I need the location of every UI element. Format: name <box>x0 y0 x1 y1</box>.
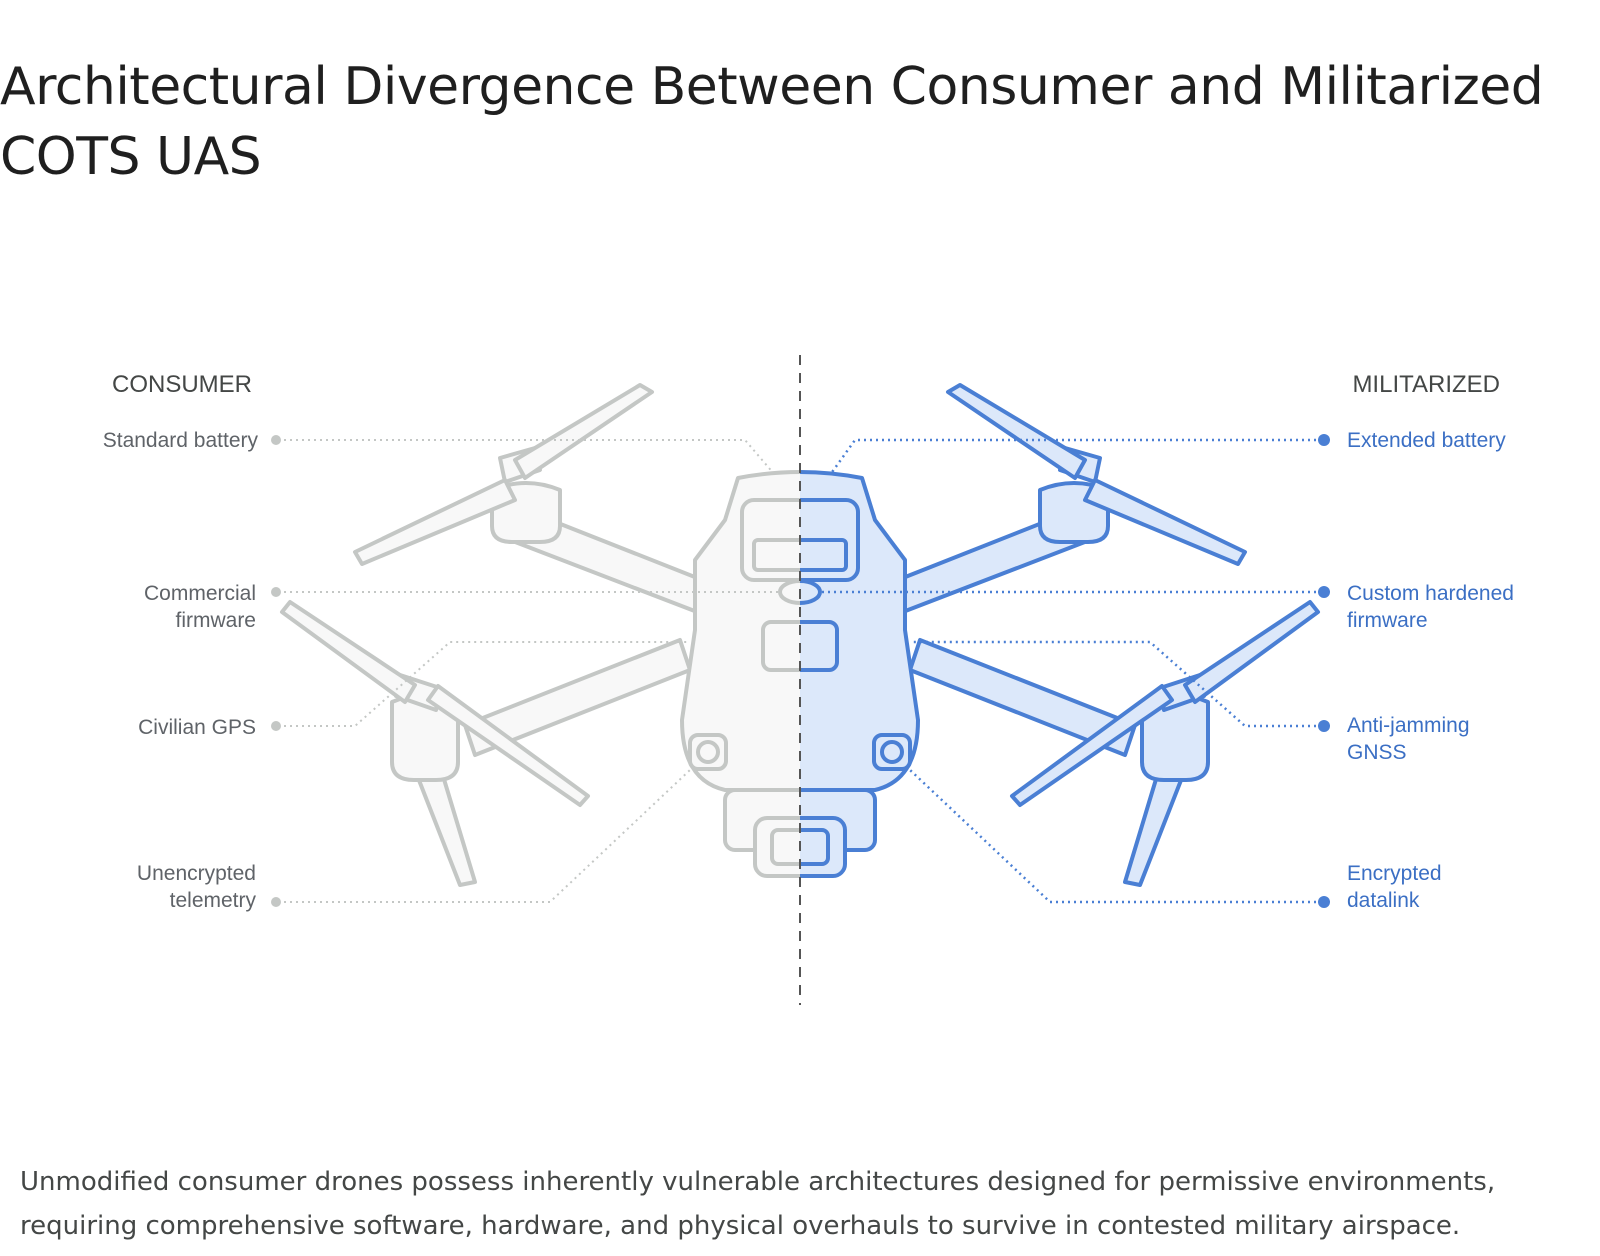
consumer-leader-lines <box>278 439 778 903</box>
consumer-leader-dots <box>271 435 281 907</box>
page-title: Architectural Divergence Between Consume… <box>0 52 1580 192</box>
consumer-heading: CONSUMER <box>112 371 252 398</box>
figure-caption: Unmodified consumer drones possess inher… <box>20 1160 1580 1248</box>
title-line-1: Architectural Divergence Between Consume… <box>0 57 1544 117</box>
label-encrypted-datalink-line-2: datalink <box>1347 889 1420 912</box>
label-commercial-firmware-line-1: Commercial <box>144 582 256 605</box>
label-standard-battery: Standard battery <box>103 429 259 452</box>
label-custom-hardened-firmware-line-2: firmware <box>1347 609 1428 632</box>
label-unencrypted-telemetry-line-2: telemetry <box>170 889 257 912</box>
militarized-leader-lines <box>822 438 1322 904</box>
label-encrypted-datalink-line-1: Encrypted <box>1347 862 1442 885</box>
drone-comparison-diagram: CONSUMER MILITARIZED <box>0 330 1600 1030</box>
label-commercial-firmware-line-2: firmware <box>175 609 256 632</box>
militarized-leader-dots <box>1318 434 1330 908</box>
label-extended-battery: Extended battery <box>1347 429 1506 452</box>
caption-line-2: requiring comprehensive software, hardwa… <box>20 1211 1461 1241</box>
caption-line-1: Unmodified consumer drones possess inher… <box>20 1167 1496 1197</box>
label-unencrypted-telemetry-line-1: Unencrypted <box>137 862 256 885</box>
label-civilian-gps: Civilian GPS <box>138 716 256 739</box>
militarized-heading: MILITARIZED <box>1352 371 1500 398</box>
label-anti-jamming-gnss-line-1: Anti-jamming <box>1347 714 1470 737</box>
label-custom-hardened-firmware-line-1: Custom hardened <box>1347 582 1514 605</box>
label-anti-jamming-gnss-line-2: GNSS <box>1347 741 1407 764</box>
title-line-2: COTS UAS <box>0 127 262 187</box>
